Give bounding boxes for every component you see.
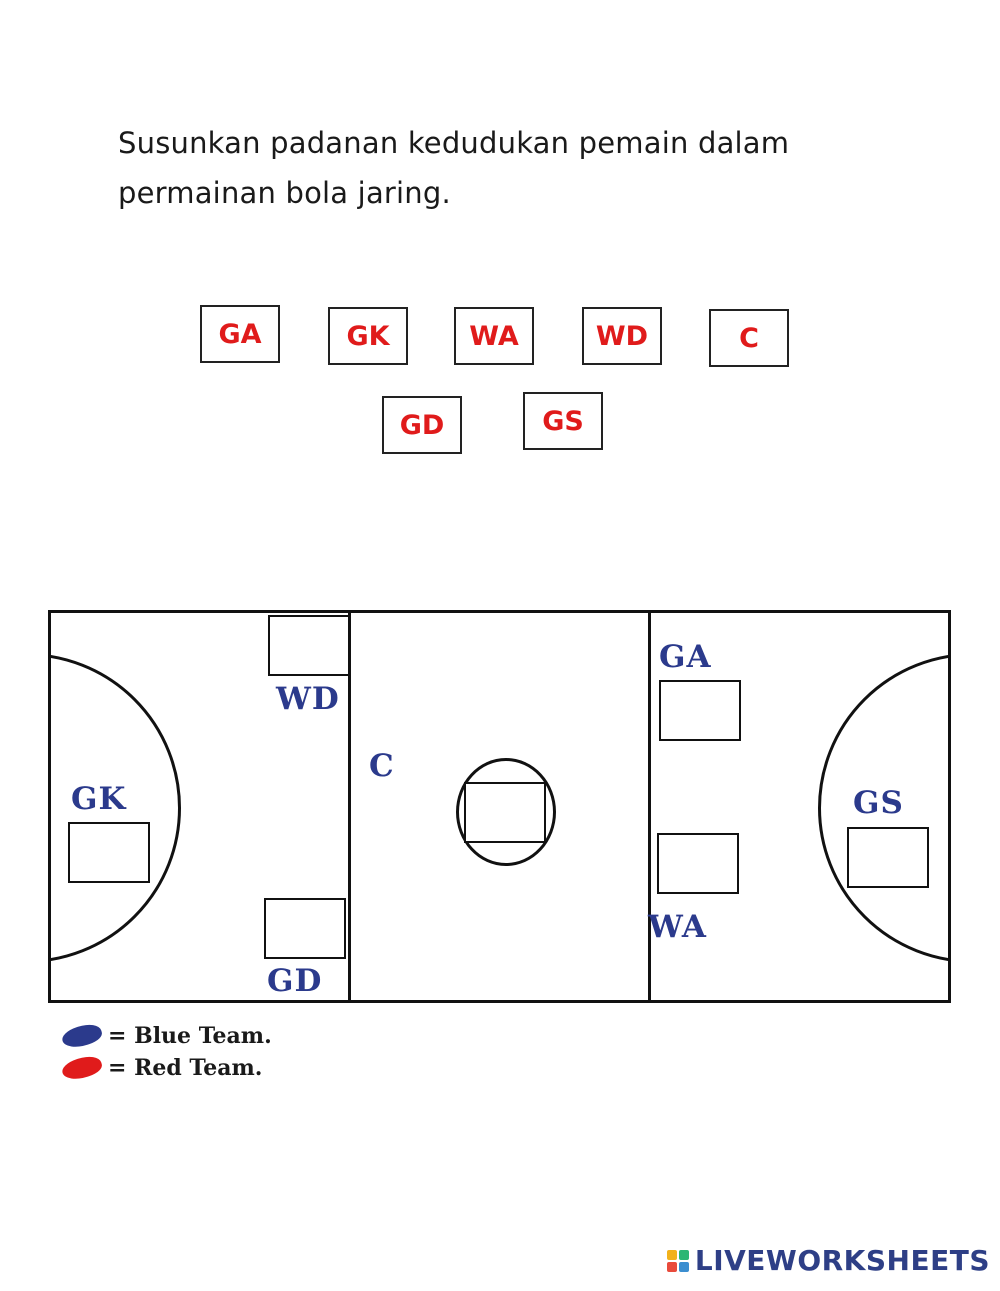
chip-wd[interactable]: WD — [582, 307, 662, 365]
label-gk: GK — [71, 781, 127, 817]
red-swatch-icon — [59, 1052, 105, 1084]
label-wa: WA — [648, 909, 707, 945]
legend-red: = Red Team. — [59, 1052, 272, 1084]
court-markings — [51, 613, 948, 1000]
chip-gs[interactable]: GS — [523, 392, 603, 450]
instruction-line-2: permainan bola jaring. — [118, 176, 451, 210]
legend-blue: = Blue Team. — [59, 1020, 272, 1052]
right-third-line — [648, 613, 651, 1000]
drop-box-gd[interactable] — [264, 898, 346, 959]
drop-box-c[interactable] — [464, 782, 546, 843]
liveworksheets-footer[interactable]: LIVEWORKSHEETS — [666, 1244, 990, 1277]
team-legend: = Blue Team. = Red Team. — [59, 1020, 272, 1084]
drop-box-gk[interactable] — [68, 822, 150, 883]
label-wd: WD — [276, 681, 340, 717]
left-third-line — [348, 613, 351, 1000]
drop-box-gs[interactable] — [847, 827, 929, 888]
chip-gk[interactable]: GK — [328, 307, 408, 365]
legend-red-label: = Red Team. — [108, 1055, 263, 1081]
chip-ga[interactable]: GA — [200, 305, 280, 363]
chip-wa[interactable]: WA — [454, 307, 534, 365]
chip-gd[interactable]: GD — [382, 396, 462, 454]
drop-box-ga[interactable] — [659, 680, 741, 741]
brand-name: LIVEWORKSHEETS — [694, 1244, 990, 1277]
label-gd: GD — [267, 963, 323, 999]
legend-blue-label: = Blue Team. — [108, 1023, 272, 1049]
chip-c[interactable]: C — [709, 309, 789, 367]
label-gs: GS — [853, 785, 904, 821]
centre-circle — [456, 758, 556, 866]
drop-box-wa[interactable] — [657, 833, 739, 894]
netball-court: WD C GK GD GA GS WA — [48, 610, 951, 1003]
instructions: Susunkan padanan kedudukan pemain dalam … — [118, 118, 838, 218]
drop-box-wd[interactable] — [268, 615, 350, 676]
blue-swatch-icon — [59, 1020, 105, 1052]
instruction-line-1: Susunkan padanan kedudukan pemain dalam — [118, 126, 790, 160]
label-ga: GA — [659, 639, 712, 675]
liveworksheets-logo-icon — [666, 1249, 689, 1272]
label-c: C — [369, 748, 395, 784]
